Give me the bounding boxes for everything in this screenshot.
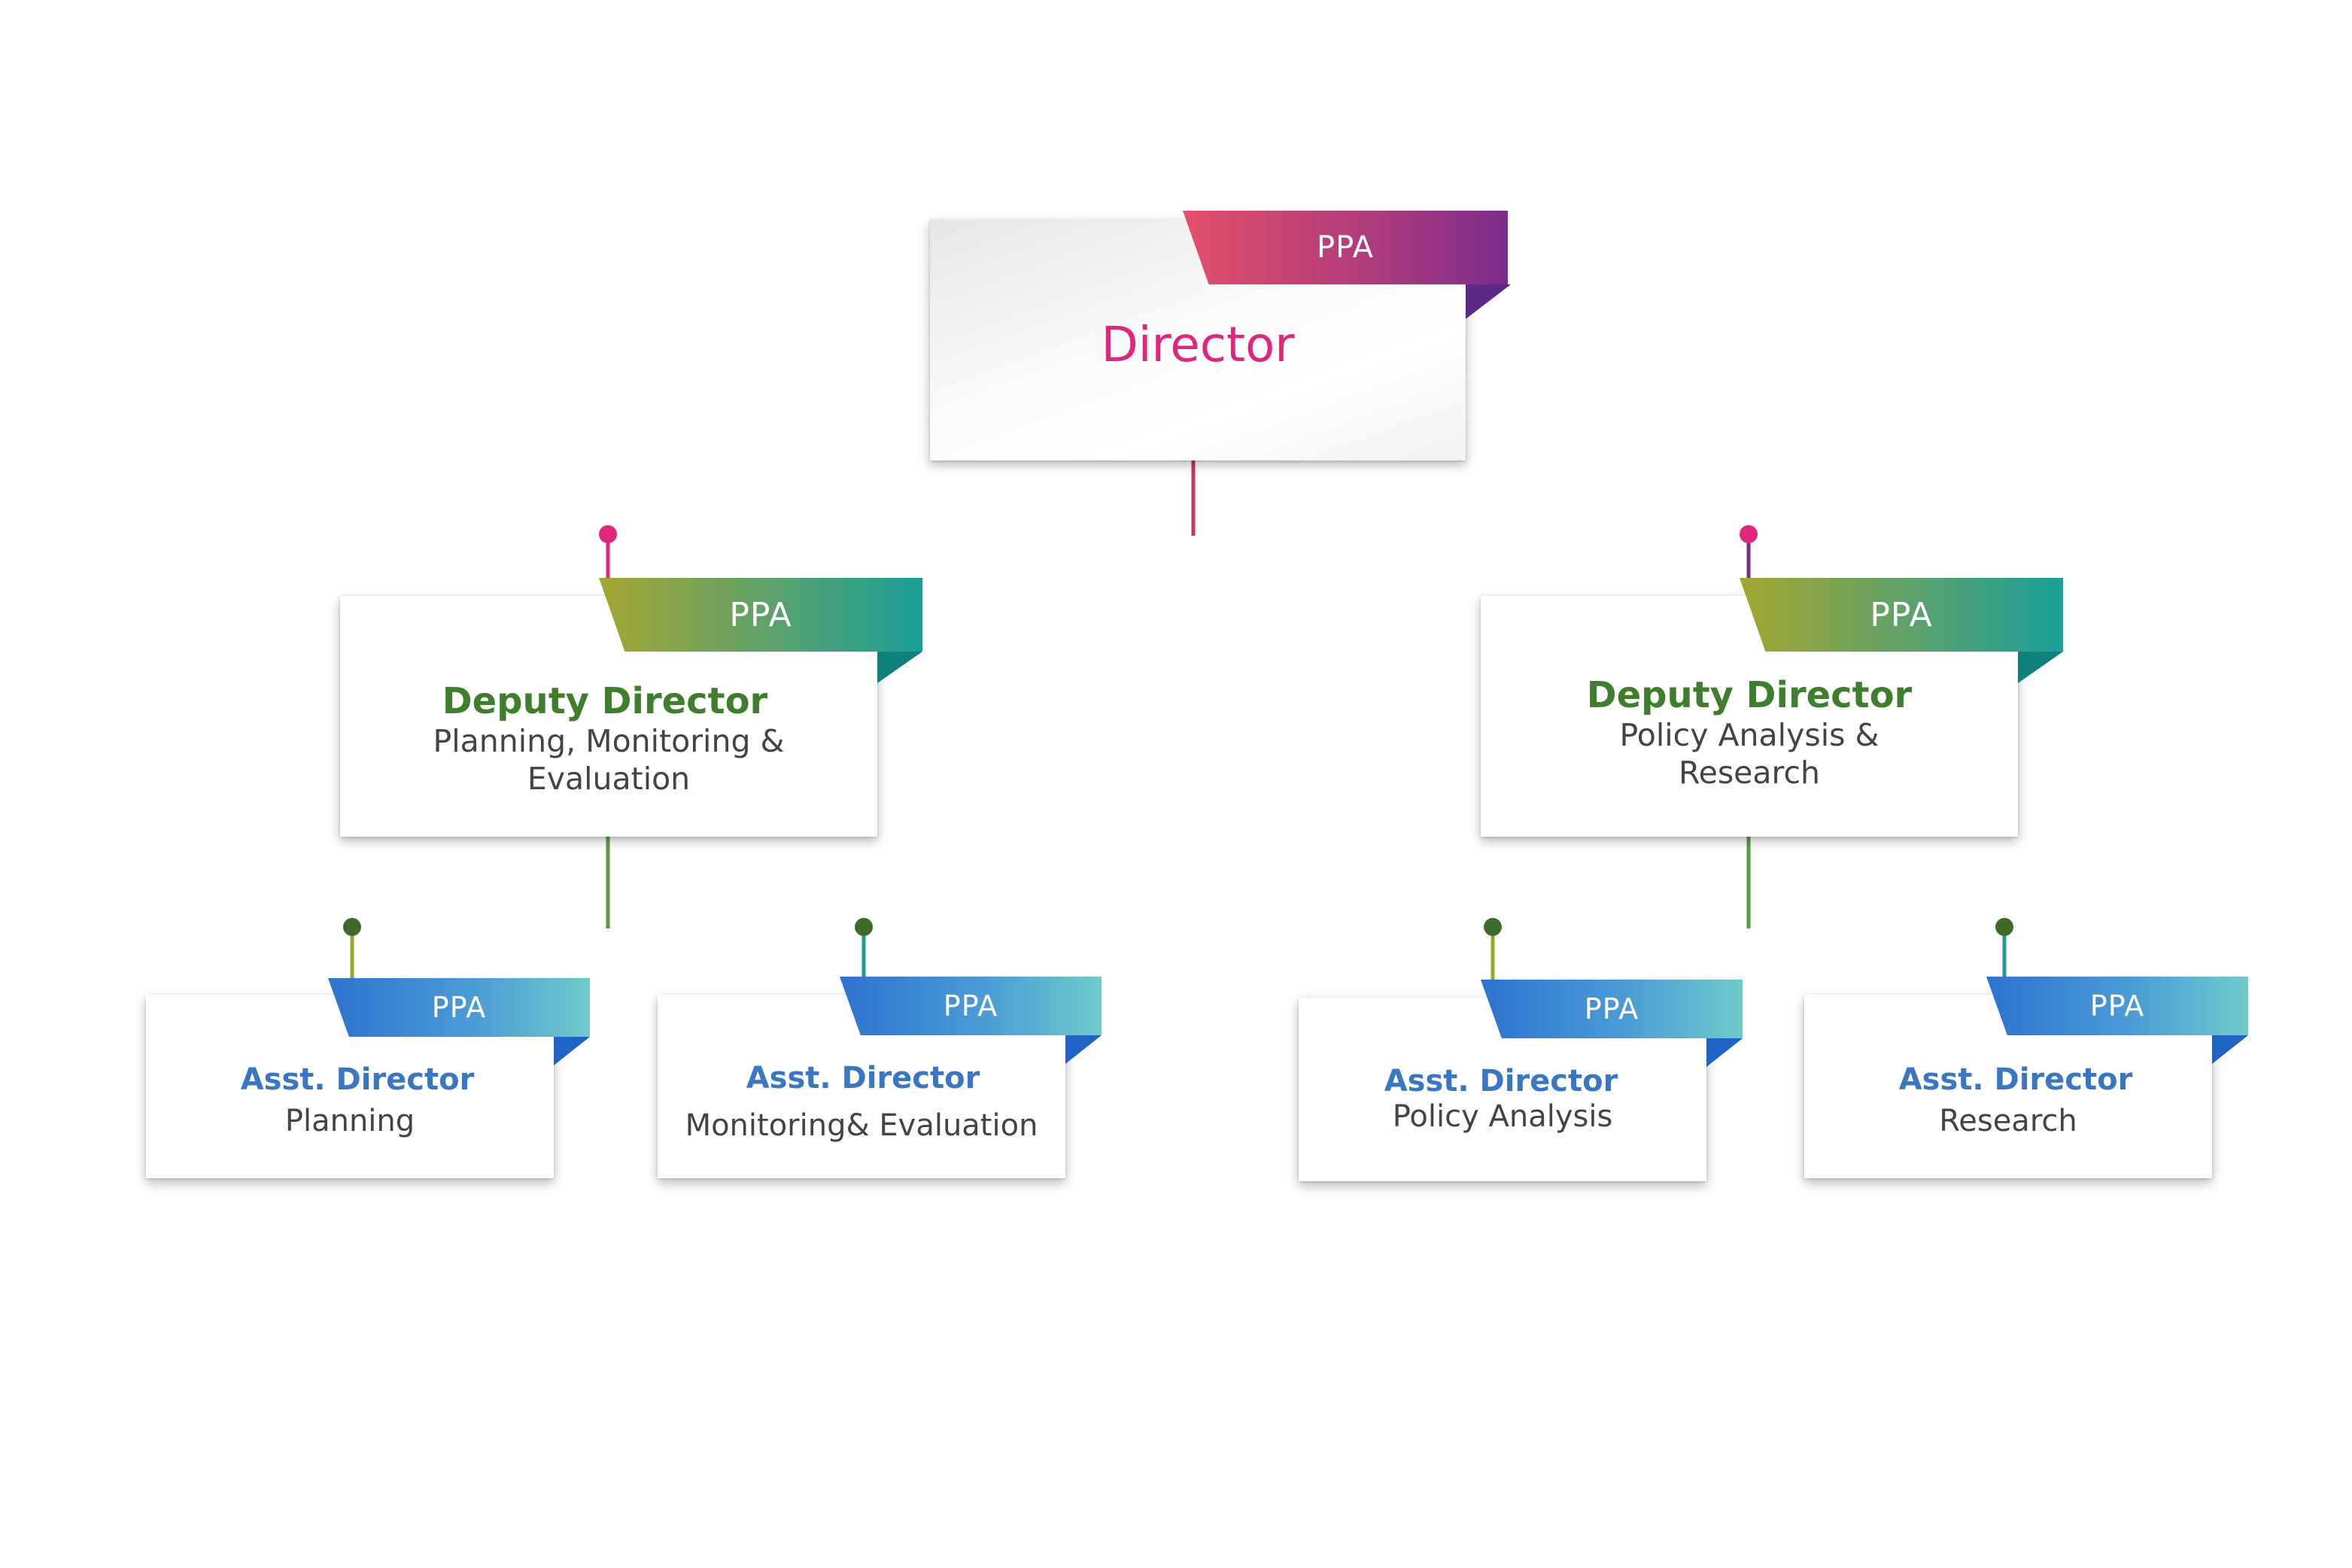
asst-node-monitoring-evaluation: PPA Asst. Director Monitoring& Evaluatio…: [658, 977, 1102, 1178]
asst-content-monitoring-evaluation: Asst. Director Monitoring& Evaluation: [658, 1061, 1065, 1144]
deputy-subtitle-left-line1: Planning, Monitoring &: [433, 723, 785, 759]
asst-content-planning: Asst. Director Planning: [146, 1062, 554, 1139]
asst-title-planning: Asst. Director: [240, 1062, 475, 1097]
asst-tag-research: PPA: [1986, 977, 2248, 1035]
asst-tag-monitoring-evaluation: PPA: [840, 977, 1102, 1035]
deputy-tag-fold-right: [2018, 652, 2063, 683]
branch-dot-asst-1: [343, 918, 361, 936]
director-title: Director: [1101, 318, 1295, 373]
asst-node-policy-analysis: PPA Asst. Director Policy Analysis: [1299, 980, 1743, 1181]
asst-subtitle-planning: Planning: [284, 1104, 415, 1138]
branch-dot-asst-3: [1484, 918, 1502, 936]
director-tag-label: PPA: [1316, 230, 1375, 265]
asst-title-research: Asst. Director: [1898, 1062, 2133, 1097]
asst-content-research: Asst. Director Research: [1804, 1062, 2212, 1139]
asst-tag-label-policy-analysis: PPA: [1584, 992, 1639, 1026]
branch-dot-right: [1740, 525, 1758, 543]
asst-tag-fold-monitoring-evaluation: [1065, 1035, 1102, 1064]
branch-dot-left: [599, 525, 617, 543]
asst-tag-fold-policy-analysis: [1706, 1038, 1743, 1067]
director-node: PPA Director: [930, 211, 1511, 460]
deputy-tag-right: PPA: [1740, 578, 2063, 652]
director-tag: PPA: [1183, 211, 1508, 284]
deputy-title-left: Deputy Director: [442, 680, 768, 722]
asst-title-monitoring-evaluation: Asst. Director: [746, 1061, 980, 1095]
asst-content-policy-analysis: Asst. Director Policy Analysis: [1299, 1064, 1706, 1135]
asst-tag-planning: PPA: [328, 978, 590, 1037]
asst-tag-fold-planning: [554, 1037, 590, 1065]
deputy-tag-label-right: PPA: [1870, 595, 1933, 634]
asst-node-planning: PPA Asst. Director Planning: [146, 978, 590, 1178]
deputy-content-right: Deputy Director Policy Analysis & Resear…: [1481, 674, 2018, 792]
asst-tag-label-monitoring-evaluation: PPA: [943, 989, 998, 1023]
deputy-node-left: PPA Deputy Director Planning, Monitoring…: [340, 578, 922, 837]
deputy-subtitle-left-line2: Evaluation: [527, 761, 691, 797]
deputy-tag-label-left: PPA: [729, 595, 792, 634]
director-content: Director: [930, 318, 1466, 373]
branch-dot-asst-2: [855, 918, 873, 936]
asst-subtitle-research: Research: [1939, 1104, 2077, 1138]
asst-tag-fold-research: [2212, 1035, 2248, 1064]
asst-subtitle-policy-analysis: Policy Analysis: [1392, 1099, 1613, 1134]
deputy-subtitle-right-line1: Policy Analysis &: [1619, 717, 1879, 753]
deputy-node-right: PPA Deputy Director Policy Analysis & Re…: [1481, 578, 2063, 837]
asst-tag-label-planning: PPA: [431, 991, 487, 1024]
deputy-tag-left: PPA: [599, 578, 922, 652]
asst-node-research: PPA Asst. Director Research: [1804, 977, 2248, 1178]
director-tag-fold: [1466, 284, 1511, 319]
asst-subtitle-monitoring-evaluation: Monitoring& Evaluation: [685, 1108, 1038, 1143]
deputy-content-left: Deputy Director Planning, Monitoring & E…: [340, 680, 877, 798]
deputy-tag-fold-left: [877, 652, 922, 683]
deputy-subtitle-right-line2: Research: [1678, 755, 1821, 791]
asst-tag-policy-analysis: PPA: [1481, 980, 1743, 1038]
deputy-title-right: Deputy Director: [1586, 674, 1913, 716]
branch-dot-asst-4: [1995, 918, 2013, 936]
asst-tag-label-research: PPA: [2089, 989, 2145, 1023]
asst-title-policy-analysis: Asst. Director: [1384, 1064, 1618, 1099]
